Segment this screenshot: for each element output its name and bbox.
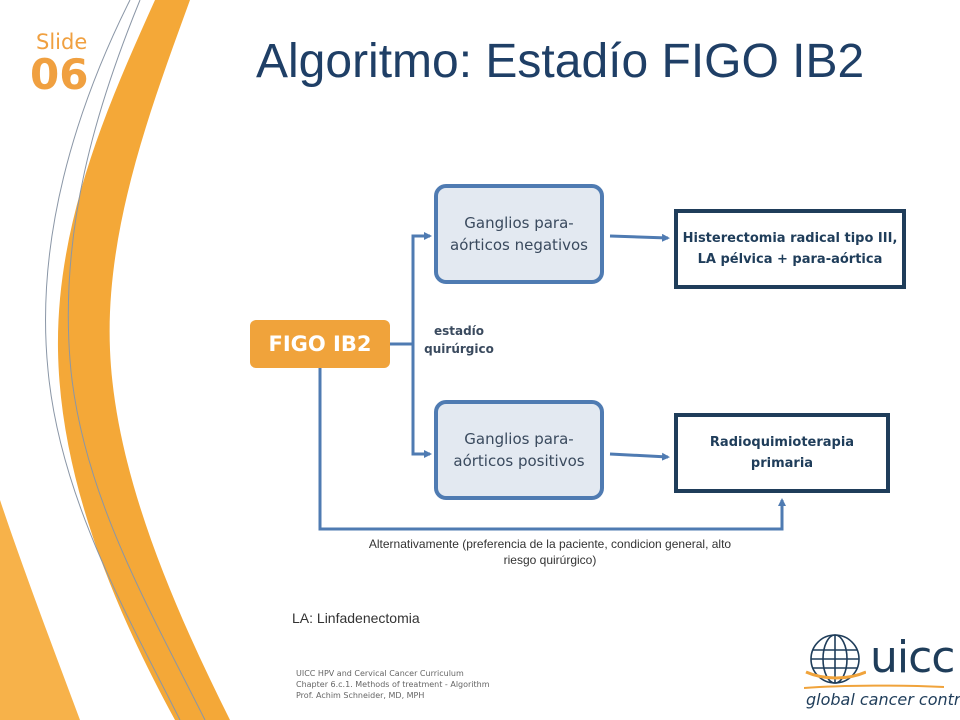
result-negative-line2: LA pélvica + para-aórtica <box>697 252 883 267</box>
node-positive-line2: aórticos positivos <box>453 452 585 470</box>
alternative-line1: Alternativamente (preferencia de la paci… <box>368 537 732 551</box>
logo-wordmark: uicc <box>870 632 955 683</box>
credits: UICC HPV and Cervical Cancer Curriculum … <box>296 668 490 701</box>
figo-ib2-box: FIGO IB2 <box>250 320 390 368</box>
slide-label: Slide <box>36 30 88 54</box>
connector-alternative <box>318 368 786 531</box>
result-negative-line1: Histerectomia radical tipo III, <box>682 231 898 246</box>
connector-negative-result <box>609 233 670 242</box>
page-title: Algoritmo: Estadío FIGO IB2 <box>256 35 865 88</box>
alternative-note: Alternativamente (preferencia de la paci… <box>340 536 760 568</box>
globe-icon <box>805 634 866 684</box>
credits-line1: UICC HPV and Cervical Cancer Curriculum <box>296 669 464 678</box>
node-negative-line1: Ganglios para- <box>464 214 574 232</box>
node-positive-line1: Ganglios para- <box>464 430 574 448</box>
branch-label: estadío quirúrgico <box>424 322 494 358</box>
result-negative: Histerectomia radical tipo III, LA pélvi… <box>674 209 906 289</box>
logo-underline <box>804 684 944 689</box>
result-positive-line1: Radioquimioterapia <box>709 435 855 450</box>
connector-positive-result <box>609 452 670 461</box>
result-positive: Radioquimioterapia primaria <box>674 413 890 493</box>
branch-label-line1: estadío <box>433 324 485 338</box>
footnote: LA: Linfadenectomia <box>292 610 420 626</box>
connector-to-positive <box>411 344 432 458</box>
result-positive-line2: primaria <box>750 456 814 471</box>
credits-line3: Prof. Achim Schneider, MD, MPH <box>296 691 425 700</box>
slide-number: 06 <box>30 50 89 99</box>
logo-tagline: global cancer control <box>806 690 960 709</box>
alternative-line2: riesgo quirúrgico) <box>503 553 597 567</box>
node-negative-line2: aórticos negativos <box>450 236 588 254</box>
credits-line2: Chapter 6.c.1. Methods of treatment - Al… <box>296 680 490 689</box>
branch-label-line2: quirúrgico <box>424 342 494 356</box>
node-negative: Ganglios para- aórticos negativos <box>434 184 604 284</box>
node-positive: Ganglios para- aórticos positivos <box>434 400 604 500</box>
connector-to-negative <box>411 232 432 344</box>
